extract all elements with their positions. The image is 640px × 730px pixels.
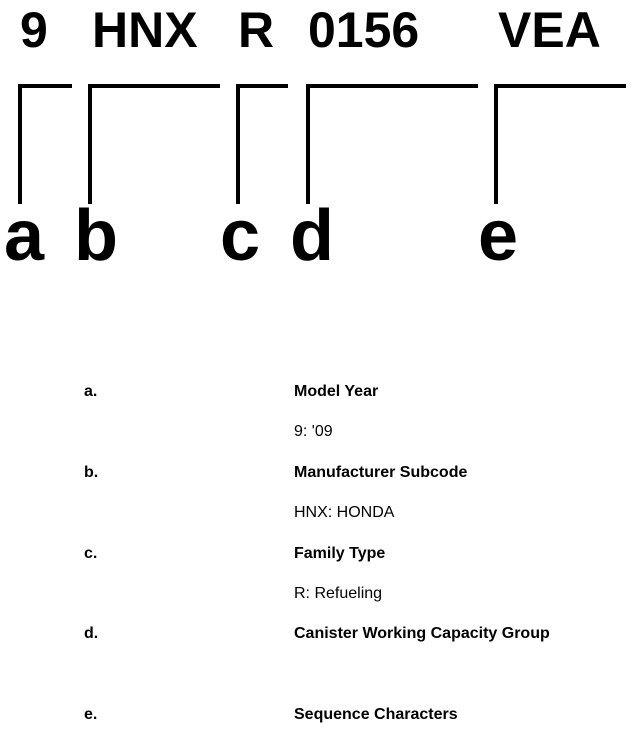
legend-value: HNX: HONDA [294, 504, 395, 521]
letter-d: d [290, 196, 334, 276]
code-part-capacity-group: 0156 [308, 2, 420, 58]
legend-key: b. [84, 464, 99, 481]
letter-b: b [74, 196, 118, 276]
legend-value: 9: '09 [294, 423, 333, 440]
letter-c: c [220, 196, 261, 276]
legend-title: Sequence Characters [294, 706, 458, 723]
code-part-family-type: R [238, 2, 275, 58]
legend-key: e. [84, 706, 98, 723]
letter-a: a [4, 196, 45, 276]
legend-key: a. [84, 383, 98, 400]
legend-title: Manufacturer Subcode [294, 464, 468, 481]
bracket-b [88, 84, 220, 204]
bracket-c [236, 84, 288, 204]
legend-title: Model Year [294, 383, 379, 400]
legend-key: c. [84, 545, 98, 562]
letter-e: e [478, 196, 519, 276]
code-part-model-year: 9 [20, 2, 48, 58]
legend-value: R: Refueling [294, 585, 383, 602]
bracket-e [494, 84, 626, 204]
legend-title: Family Type [294, 545, 386, 562]
code-part-manufacturer: HNX [92, 2, 198, 58]
bracket-d [306, 84, 478, 204]
bracket-a [18, 84, 72, 204]
legend-title: Canister Working Capacity Group [294, 625, 550, 642]
legend-key: d. [84, 625, 99, 642]
code-part-sequence: VEA [498, 2, 601, 58]
